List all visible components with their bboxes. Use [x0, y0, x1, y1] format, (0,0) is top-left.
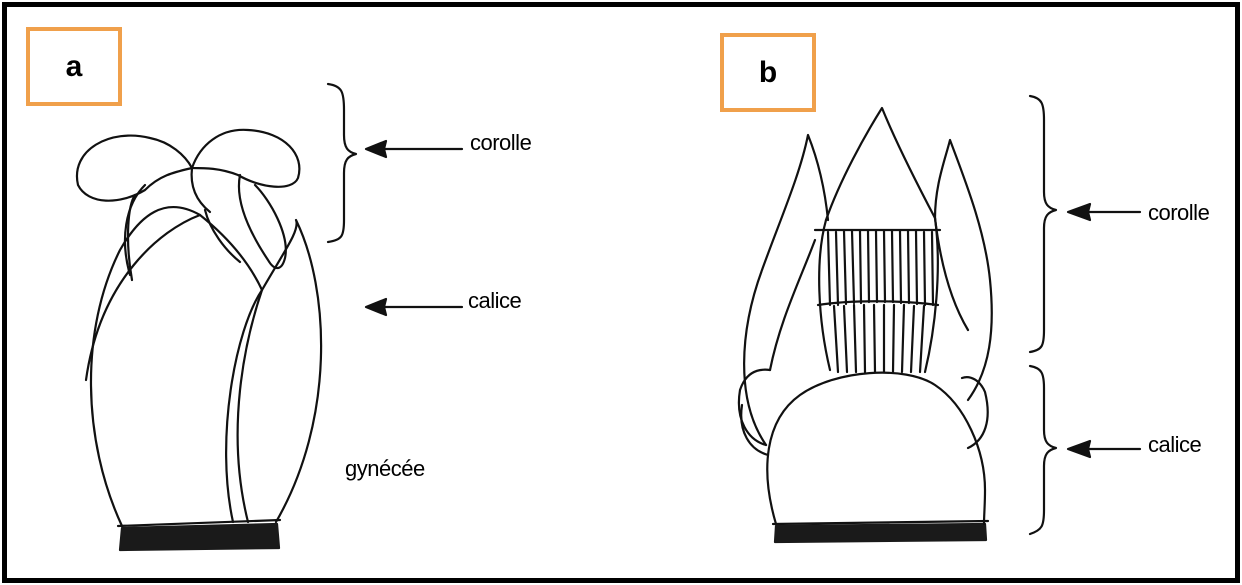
flower-b-drawing — [739, 108, 992, 542]
flower-a-drawing — [77, 130, 321, 550]
panel-label-b: b — [720, 33, 816, 112]
gynoecium-label-a: gynécée — [345, 456, 425, 482]
flower-a-corolla — [77, 130, 299, 275]
corolla-label-b: corolle — [1148, 200, 1209, 226]
arrow-to-corolla-b — [1068, 204, 1140, 220]
flower-b-calyx — [739, 370, 988, 524]
calyx-label-b: calice — [1148, 432, 1201, 458]
corolla-bracket-a — [328, 84, 356, 242]
panel-label-b-text: b — [759, 56, 777, 90]
corolla-label-a: corolle — [470, 130, 531, 156]
calyx-label-a: calice — [468, 288, 521, 314]
panel-label-a-text: a — [66, 50, 83, 84]
arrow-to-calyx-a — [366, 299, 462, 315]
arrow-to-corolla-a — [366, 141, 462, 157]
flower-b-annotation-lines — [1030, 96, 1140, 534]
calyx-bracket-b — [1030, 366, 1056, 534]
panel-label-a: a — [26, 27, 122, 106]
flower-a-annotation-lines — [328, 84, 462, 315]
corolla-bracket-b — [1030, 96, 1056, 352]
flower-b-receptacle — [773, 521, 988, 542]
arrow-to-calyx-b — [1068, 441, 1140, 457]
flower-a-receptacle — [118, 520, 280, 550]
